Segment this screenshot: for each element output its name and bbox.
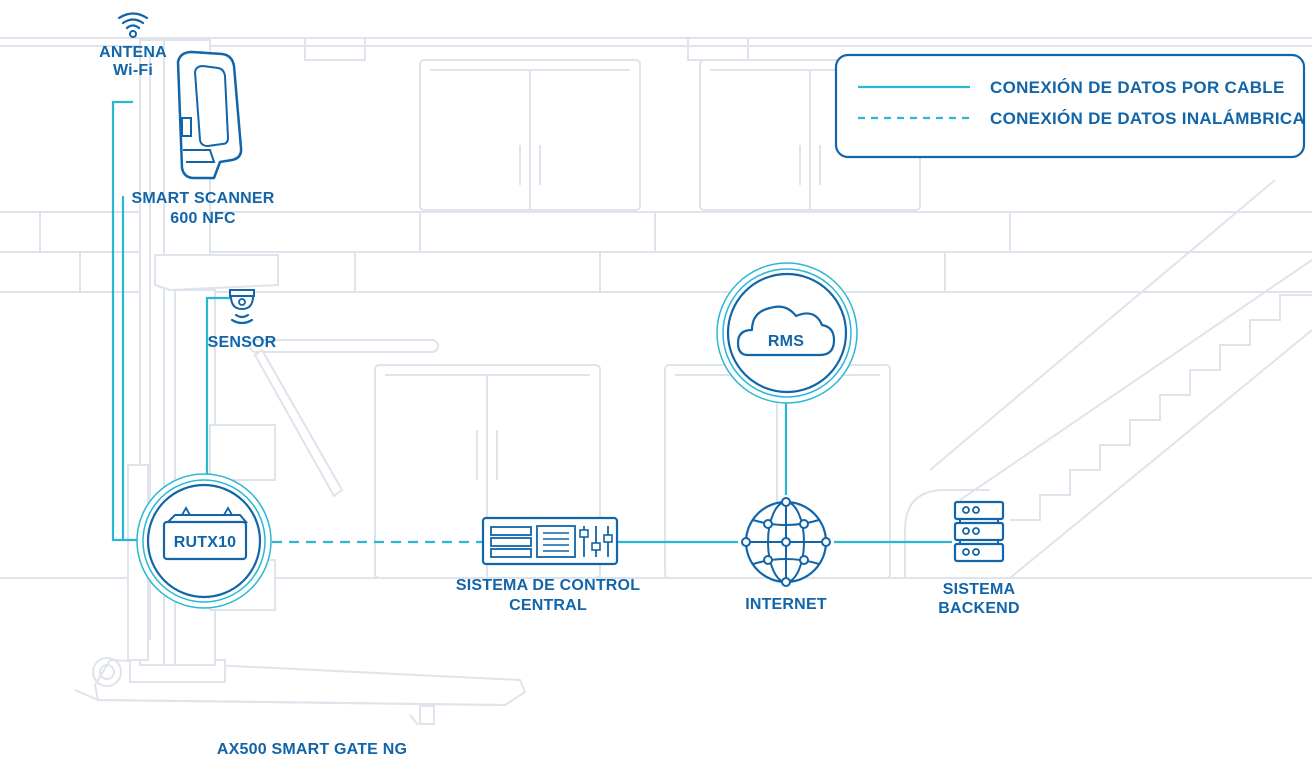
antenna-node: ANTENA Wi-Fi	[99, 12, 167, 79]
scanner-label-line2: 600 NFC	[170, 210, 236, 227]
sensor-icon	[229, 289, 255, 325]
internet-node: INTERNET	[741, 497, 831, 613]
control-panel-icon	[481, 516, 619, 566]
rms-node: RMS	[716, 262, 858, 404]
turnstile-gate-illustration	[74, 39, 527, 726]
smart-scanner-node: SMART SCANNER 600 NFC	[131, 50, 275, 227]
server-stack-icon	[953, 500, 1005, 563]
connection-lines	[111, 100, 952, 544]
antenna-label-line2: Wi-Fi	[113, 62, 153, 79]
scanner-icon	[176, 50, 243, 180]
antenna-label-line1: ANTENA	[99, 44, 167, 61]
control-label-line1: SISTEMA DE CONTROL	[456, 577, 640, 594]
sensor-cable	[205, 296, 232, 485]
globe-icon	[741, 497, 831, 587]
control-system-node: SISTEMA DE CONTROL CENTRAL	[456, 516, 640, 614]
legend: CONEXIÓN DE DATOS POR CABLE CONEXIÓN DE …	[834, 53, 1306, 159]
backend-node: SISTEMA BACKEND	[938, 500, 1020, 617]
control-label-line2: CENTRAL	[509, 597, 587, 614]
scanner-label-line1: SMART SCANNER	[131, 190, 274, 207]
router-icon	[162, 506, 249, 561]
router-label: RUTX10	[174, 534, 237, 551]
backend-label-line2: BACKEND	[938, 600, 1019, 617]
wifi-icon	[117, 12, 149, 38]
backend-label-line1: SISTEMA	[943, 581, 1016, 598]
legend-wired-label: CONEXIÓN DE DATOS POR CABLE	[990, 78, 1285, 97]
sensor-label: SENSOR	[208, 334, 277, 351]
cloud-icon	[736, 305, 836, 357]
sensor-node: SENSOR	[208, 289, 277, 351]
router-node: RUTX10	[136, 473, 272, 609]
internet-label: INTERNET	[745, 596, 827, 613]
gate-label: AX500 SMART GATE NG	[217, 741, 407, 758]
rms-label: RMS	[768, 333, 804, 350]
antenna-cable	[111, 100, 150, 542]
legend-wireless-label: CONEXIÓN DE DATOS INALÁMBRICA	[990, 109, 1305, 128]
